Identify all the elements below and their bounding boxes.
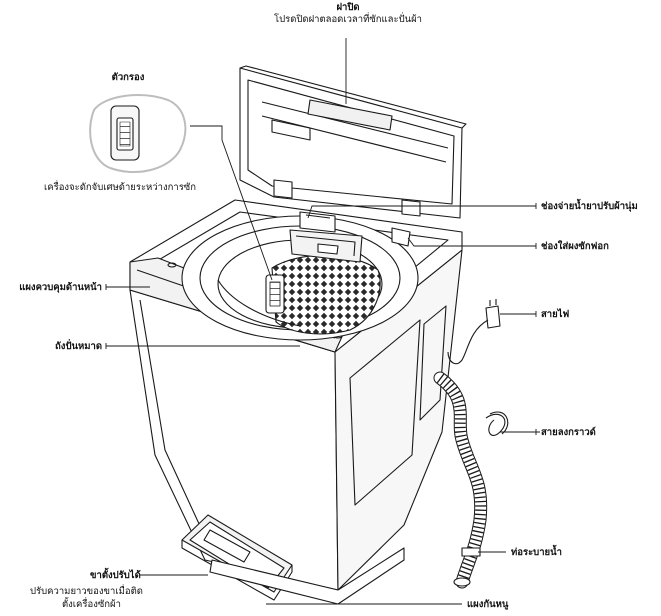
label-adjustable-feet: ขาตั้งปรับได้ (90, 570, 141, 581)
label-feet-desc-2: ตั้งเครื่องซักผ้า (62, 599, 121, 610)
label-drain-hose: ท่อระบายน้ำ (511, 547, 562, 558)
detergent-dispenser (289, 229, 363, 263)
label-power-cord: สายไฟ (541, 309, 570, 320)
lid (239, 65, 467, 219)
base-panel (209, 547, 405, 605)
label-lid-title: ฝาปิด (336, 2, 360, 13)
power-cord (447, 299, 501, 365)
label-lid-desc: โปรดปิดฝาตลอดเวลาที่ซักและปั่นผ้า (273, 14, 423, 25)
label-tub: ถังปั่นหมาด (55, 341, 102, 352)
label-feet-desc-1: ปรับความยาวของขาเมื่อติด (30, 586, 143, 597)
lid-hinge-clip (391, 227, 411, 247)
label-detergent-inlet: ช่องใส่ผงซักฟอก (541, 241, 609, 252)
lint-filter-in-drum (265, 274, 285, 314)
leader-lines (105, 38, 537, 605)
label-softener-inlet: ช่องจ่ายน้ำยาปรับผ้านุ่ม (541, 201, 638, 212)
label-base-panel: แผงกันหนู (467, 599, 509, 610)
filter-inset (89, 94, 187, 173)
label-filter-title: ตัวกรอง (111, 72, 145, 83)
label-ground-wire: สายลงกราวด์ (541, 427, 596, 438)
label-filter-desc: เครื่องจะดักจับเศษด้ายระหว่างการซัก (44, 182, 197, 193)
drain-hose (433, 371, 488, 589)
label-control-panel: แผงควบคุมด้านหน้า (19, 282, 102, 293)
softener-dispenser (299, 211, 336, 233)
